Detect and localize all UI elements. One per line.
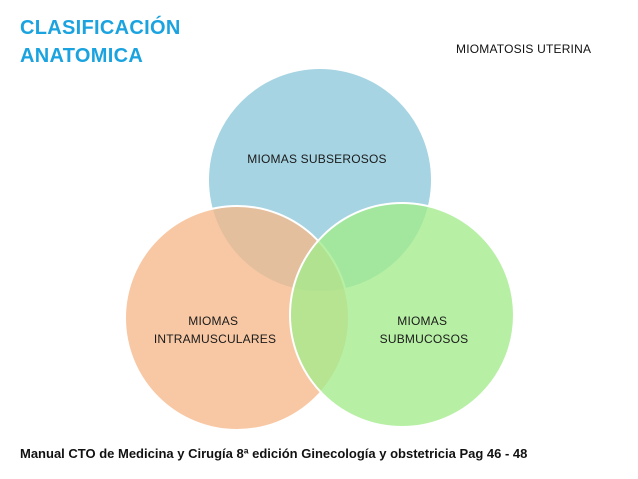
label-intramusculares-line-1: MIOMAS xyxy=(188,314,238,328)
circle-submucosos xyxy=(289,202,515,428)
slide-title-line-1: CLASIFICACIÓN xyxy=(20,17,181,39)
citation: Manual CTO de Medicina y Cirugía 8ª edic… xyxy=(20,446,528,461)
label-subserosos: MIOMAS SUBSEROSOS xyxy=(247,152,386,166)
slide-title-line-2: ANATOMICA xyxy=(20,45,144,67)
label-submucosos-line-2: SUBMUCOSOS xyxy=(380,332,469,346)
label-submucosos-line-1: MIOMAS xyxy=(397,314,447,328)
label-intramusculares-line-2: INTRAMUSCULARES xyxy=(154,332,276,346)
slide-subject: MIOMATOSIS UTERINA xyxy=(456,42,592,56)
label-subserosos-line-1: MIOMAS SUBSEROSOS xyxy=(247,152,386,166)
label-intramusculares: MIOMAS INTRAMUSCULARES xyxy=(154,314,276,346)
label-submucosos: MIOMAS SUBMUCOSOS xyxy=(380,314,469,346)
slide-title: CLASIFICACIÓN ANATOMICA xyxy=(20,14,181,70)
